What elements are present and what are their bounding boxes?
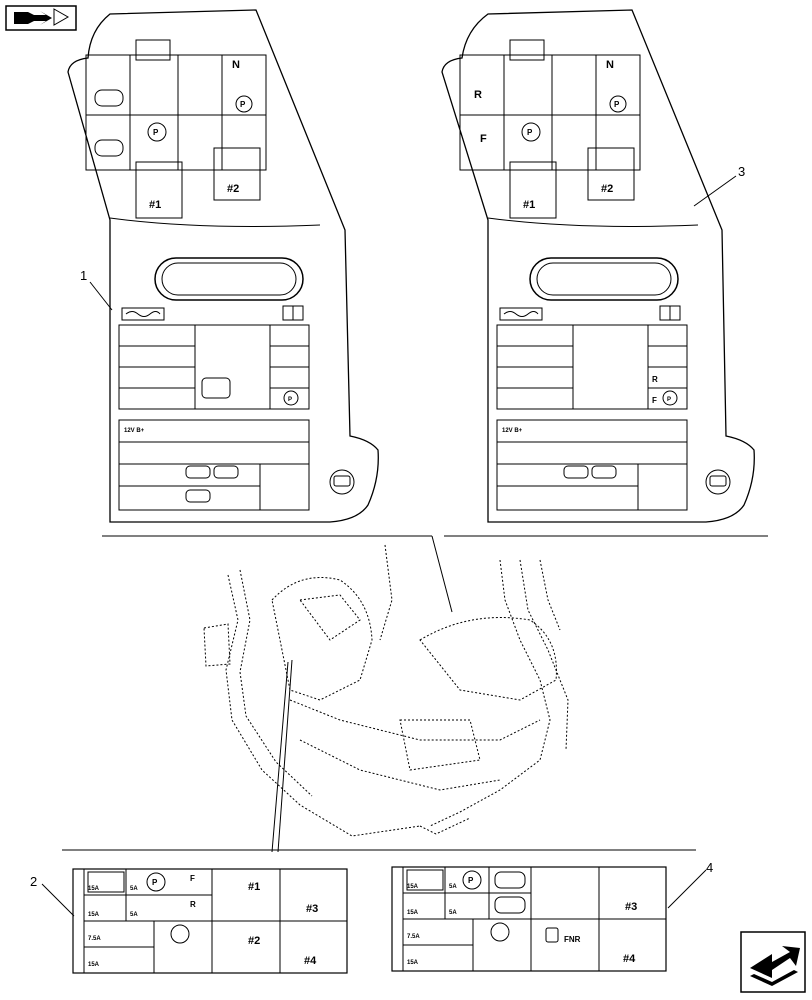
panel-right-letter-f-lower: F: [652, 396, 657, 405]
strip4-number-3: #3: [625, 901, 637, 913]
strip4-amp-4: 5A: [449, 910, 457, 916]
panel-left-12v-label: 12V B+: [124, 428, 145, 434]
strip2-number-2: #2: [248, 935, 260, 947]
panel-right-letter-r: R: [474, 89, 482, 101]
strip2-number-1: #1: [248, 881, 260, 893]
strip2-amp-6: 15A: [88, 962, 100, 968]
strip4-amp-6: 15A: [407, 960, 419, 966]
callout-4: 4: [706, 860, 713, 875]
svg-text:P: P: [527, 128, 533, 137]
panel-right-letter-n: N: [606, 59, 614, 71]
next-page-arrow-icon[interactable]: [740, 931, 806, 993]
svg-text:P: P: [614, 100, 620, 109]
strip2-number-4: #4: [304, 955, 317, 967]
callout-2: 2: [30, 874, 37, 889]
svg-text:P: P: [153, 128, 159, 137]
strip2-amp-3: 15A: [88, 912, 100, 918]
strip2-amp-2: 5A: [130, 886, 138, 892]
strip4-amp-2: 5A: [449, 884, 457, 890]
panel-right-letter-r-lower: R: [652, 375, 658, 384]
svg-text:P: P: [288, 397, 292, 403]
strip4-amp-3: 15A: [407, 910, 419, 916]
strip2-amp-4: 5A: [130, 912, 138, 918]
svg-text:P: P: [240, 100, 246, 109]
strip4-amp-1: 15A: [407, 884, 419, 890]
strip2-letter-f: F: [190, 874, 195, 883]
fuse-strip-2: P F R #1 #3 #2 #4 15A 5A 15A 5A 7.5A 15A: [72, 868, 348, 974]
right-fuse-panel: R N F P P #1 #2 R F P 12V B+: [441, 9, 755, 523]
strip4-amp-5: 7.5A: [407, 934, 420, 940]
strip4-number-4: #4: [623, 953, 636, 965]
panel-right-letter-f: F: [480, 133, 487, 145]
callout-1: 1: [80, 268, 87, 283]
panel-right-number-1: #1: [523, 199, 535, 211]
svg-text:P: P: [667, 397, 671, 403]
svg-text:P: P: [152, 878, 158, 887]
strip2-number-3: #3: [306, 903, 318, 915]
strip2-letter-r: R: [190, 900, 196, 909]
svg-text:P: P: [468, 876, 474, 885]
panel-left-number-2: #2: [227, 183, 239, 195]
strip2-amp-1: 15A: [88, 886, 100, 892]
book-arrow-icon[interactable]: [5, 5, 77, 31]
callout-3: 3: [738, 164, 745, 179]
panel-right-number-2: #2: [601, 183, 613, 195]
strip4-fnr-label: FNR: [564, 935, 581, 944]
fuse-strip-4: P FNR #3 #4 15A 5A 15A 5A 7.5A 15A: [391, 866, 667, 972]
svg-text:N: N: [232, 59, 240, 71]
left-fuse-panel: P P N #1 #2 P 12V B+: [67, 9, 379, 523]
cab-floor-illustration: [203, 544, 569, 837]
panel-right-12v-label: 12V B+: [502, 428, 523, 434]
panel-left-number-1: #1: [149, 199, 161, 211]
strip2-amp-5: 7.5A: [88, 936, 101, 942]
